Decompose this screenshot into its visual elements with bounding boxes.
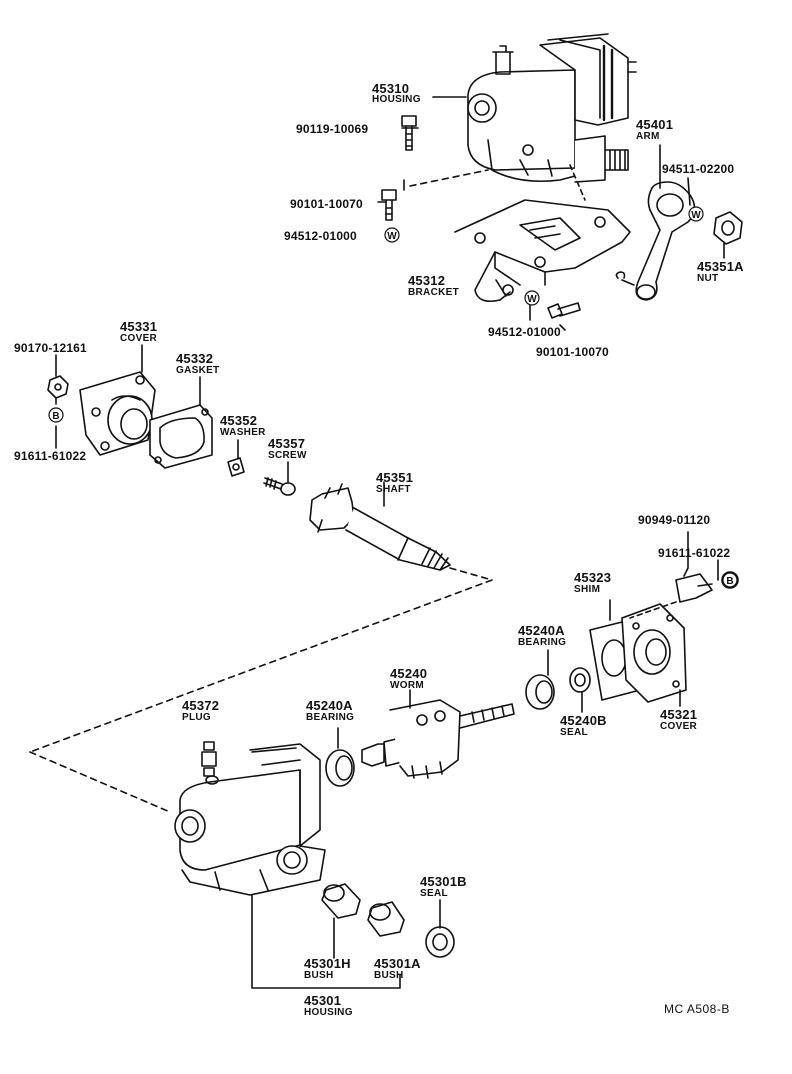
sector-shaft-part: [309, 481, 451, 571]
callout-part-name: SCREW: [268, 450, 307, 461]
washer-symbol-b: B: [52, 411, 59, 422]
callout-part-number: 91611-61022: [14, 449, 87, 463]
callout-part-name: COVER: [120, 333, 158, 344]
callout-part-number: 45240A: [518, 623, 565, 638]
callout-part-number: 45372: [182, 698, 220, 713]
callout-part-number: 45331: [120, 319, 158, 334]
callout-part-number: 90170-12161: [14, 341, 87, 355]
bearing-lower-part: [325, 749, 355, 787]
nut-90170-part: [47, 375, 69, 399]
worm-shaft-part: [361, 699, 515, 779]
callout-part-number: 45401: [636, 117, 674, 132]
callout-part-number: 45357: [268, 436, 306, 451]
callout-part-number: 45240A: [306, 698, 353, 713]
nut-45351a-part: [713, 211, 743, 245]
gasket-part: [149, 404, 213, 469]
diagram-reference-code: MC A508-B: [664, 1002, 730, 1016]
pitman-arm-part: [615, 181, 696, 301]
callout-part-number: 90119-10069: [296, 122, 369, 136]
callout-part-number: 45301: [304, 993, 342, 1008]
callout-part-name: GASKET: [176, 365, 220, 376]
callout-part-name: BRACKET: [408, 287, 459, 298]
screw-45357-part: [263, 477, 296, 496]
callout-part-number: 45351A: [697, 259, 744, 274]
washer-symbol-w: W: [387, 231, 397, 242]
callout-part-number: 90101-10070: [536, 345, 609, 359]
washer-b-right-part: [721, 571, 739, 589]
callout-part-name: SEAL: [560, 727, 588, 738]
lock-plate-part: [675, 567, 713, 603]
washer-symbol-w: W: [527, 294, 537, 305]
callout-part-name: COVER: [660, 721, 698, 732]
callout-part-number: 45301H: [304, 956, 351, 971]
plug-part: [201, 741, 217, 777]
callout-part-number: 90949-01120: [638, 513, 711, 527]
callout-part-number: 45240: [390, 666, 428, 681]
callout-part-number: 90101-10070: [290, 197, 363, 211]
bracket-part: [454, 199, 631, 303]
bearing-upper-part: [525, 674, 555, 710]
callout-part-name: HOUSING: [304, 1007, 353, 1018]
callout-part-name: WASHER: [220, 427, 266, 438]
seal-45240b-part: [569, 667, 591, 693]
callout-part-name: BUSH: [374, 970, 404, 981]
callout-part-number: 94511-02200: [662, 162, 735, 176]
callout-part-name: NUT: [697, 273, 719, 284]
bolt-90119-part: [401, 115, 417, 151]
callout-part-number: 94512-01000: [284, 229, 357, 243]
callout-part-number: 45321: [660, 707, 698, 722]
callout-part-number: 45301A: [374, 956, 421, 971]
bolt-90101-lower-part: [547, 302, 581, 319]
callout-part-name: ARM: [636, 131, 660, 142]
callout-part-number: 45312: [408, 273, 446, 288]
callout-part-number: 45351: [376, 470, 414, 485]
callout-part-number: 91611-61022: [658, 546, 731, 560]
washer-symbol-b: B: [726, 576, 733, 587]
callout-part-name: SHIM: [574, 584, 601, 595]
callout-part-number: 45310: [372, 81, 410, 96]
bolt-90101-upper-part: [381, 189, 397, 221]
callout-part-name: PLUG: [182, 712, 211, 723]
side-cover-part: [79, 371, 156, 456]
upper-housing-part: [467, 33, 637, 183]
callout-part-number: 45301B: [420, 874, 467, 889]
callout-part-name: HOUSING: [372, 94, 421, 105]
callout-part-name: BEARING: [518, 637, 567, 648]
end-cover-part: [621, 603, 687, 703]
seal-45301b-part: [425, 926, 455, 958]
callout-part-number: 45323: [574, 570, 612, 585]
callout-part-number: 94512-01000: [488, 325, 561, 339]
callout-part-name: SHAFT: [376, 484, 411, 495]
callout-part-name: WORM: [390, 680, 424, 691]
callout-part-number: 45352: [220, 413, 258, 428]
callout-part-name: BEARING: [306, 712, 355, 723]
bush-45301a-part: [367, 901, 405, 937]
lower-housing-part: [174, 743, 326, 896]
callout-part-name: SEAL: [420, 888, 448, 899]
callout-part-number: 45332: [176, 351, 214, 366]
washer-symbol-w: W: [691, 210, 701, 221]
bush-45301h-part: [321, 883, 361, 919]
washer-45352-part: [227, 457, 245, 477]
callout-part-name: BUSH: [304, 970, 334, 981]
callout-part-number: 45240B: [560, 713, 607, 728]
